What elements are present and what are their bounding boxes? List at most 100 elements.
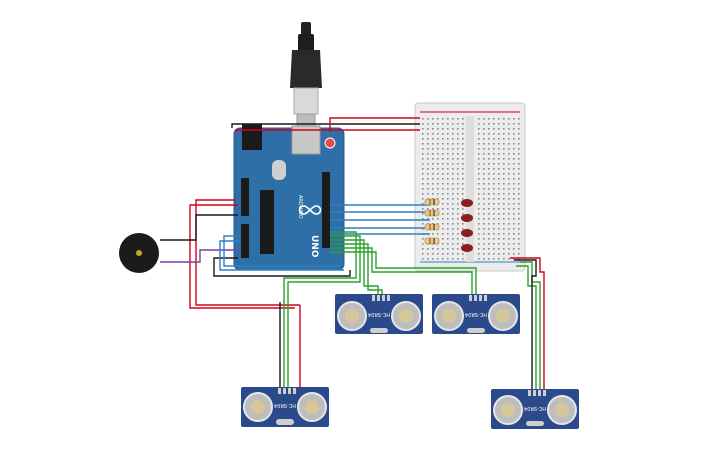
breadboard-hole [462, 193, 464, 195]
breadboard-hole [447, 178, 449, 180]
breadboard-hole [432, 123, 434, 125]
breadboard-hole [498, 253, 500, 255]
ultrasonic-sensor-3[interactable]: HC-SR04 [432, 294, 520, 334]
led-3[interactable] [461, 229, 473, 237]
arduino-uno-board[interactable]: UNO ARDUINO [233, 124, 345, 271]
breadboard-hole [513, 228, 515, 230]
breadboard-hole [457, 143, 459, 145]
breadboard-hole [488, 213, 490, 215]
breadboard-hole [452, 228, 454, 230]
breadboard-hole [498, 258, 500, 260]
breadboard-hole [513, 243, 515, 245]
wire-5v-rail[interactable] [329, 117, 420, 132]
breadboard-hole [437, 253, 439, 255]
breadboard-hole [442, 183, 444, 185]
breadboard-hole [508, 203, 510, 205]
breadboard-hole [488, 243, 490, 245]
breadboard-hole [493, 233, 495, 235]
breadboard-hole [462, 158, 464, 160]
breadboard-hole [437, 163, 439, 165]
breadboard-hole [493, 143, 495, 145]
breadboard-hole [442, 123, 444, 125]
breadboard-hole [483, 248, 485, 250]
wire-sensor-1-trig[interactable] [283, 231, 357, 392]
breadboard-hole [432, 193, 434, 195]
wire-sensor-2-echo[interactable] [330, 243, 383, 298]
led-4[interactable] [461, 244, 473, 252]
wire-analog-1[interactable] [223, 235, 340, 267]
wire-sensor-4-echo[interactable] [516, 265, 537, 392]
breadboard-hole [447, 198, 449, 200]
breadboard-hole [513, 123, 515, 125]
breadboard-hole [462, 133, 464, 135]
breadboard[interactable] [414, 102, 526, 272]
digital-header[interactable] [322, 172, 330, 248]
breadboard-hole [513, 118, 515, 120]
breadboard-hole [452, 128, 454, 130]
wire-5v-top[interactable] [235, 129, 420, 132]
breadboard-hole [447, 218, 449, 220]
breadboard-hole [513, 148, 515, 150]
analog-header[interactable] [241, 224, 249, 258]
breadboard-hole [457, 128, 459, 130]
breadboard-hole [442, 143, 444, 145]
breadboard-hole [488, 158, 490, 160]
breadboard-hole [503, 213, 505, 215]
breadboard-hole [422, 168, 424, 170]
usb-cable[interactable] [290, 22, 322, 131]
breadboard-hole [498, 233, 500, 235]
ultrasonic-sensor-1[interactable]: HC-SR04 [241, 387, 329, 427]
wire-sensor-3-trig[interactable] [330, 247, 473, 298]
resistor[interactable] [424, 237, 440, 245]
breadboard-hole [457, 163, 459, 165]
breadboard-hole [457, 248, 459, 250]
piezo-buzzer[interactable] [119, 233, 159, 273]
breadboard-hole [432, 178, 434, 180]
wires [160, 117, 545, 392]
breadboard-hole [462, 198, 464, 200]
breadboard-hole [427, 248, 429, 250]
breadboard-hole [483, 148, 485, 150]
breadboard-hole [493, 198, 495, 200]
wire-sensor-4-vcc[interactable] [510, 257, 545, 392]
breadboard-hole [427, 258, 429, 260]
ultrasonic-sensor-4[interactable]: HC-SR04 [491, 389, 579, 429]
breadboard-hole [437, 233, 439, 235]
breadboard-hole [422, 208, 424, 210]
breadboard-hole [498, 168, 500, 170]
wire-buzzer-signal[interactable] [160, 249, 238, 263]
breadboard-hole [437, 143, 439, 145]
resistor[interactable] [424, 223, 440, 231]
breadboard-hole [437, 118, 439, 120]
wire-sensor-1-echo[interactable] [287, 235, 361, 392]
breadboard-hole [437, 148, 439, 150]
wire-gnd-top[interactable] [231, 123, 420, 128]
breadboard-hole [447, 133, 449, 135]
breadboard-hole [503, 198, 505, 200]
wire-sensor-3-echo[interactable] [330, 251, 477, 298]
wire-5v-loop[interactable] [189, 204, 295, 309]
breadboard-hole [498, 213, 500, 215]
power-header[interactable] [241, 178, 249, 216]
led-2[interactable] [461, 214, 473, 222]
breadboard-hole [488, 128, 490, 130]
breadboard-hole [493, 178, 495, 180]
wire-analog-2[interactable] [219, 240, 344, 271]
wire-5v-sensor[interactable] [195, 199, 300, 306]
breadboard-hole [493, 203, 495, 205]
breadboard-hole [432, 118, 434, 120]
led-1[interactable] [461, 199, 473, 207]
wire-sensor-4-gnd[interactable] [514, 259, 537, 392]
wire-gnd-bottom[interactable] [213, 257, 351, 277]
resistor[interactable] [424, 198, 440, 206]
breadboard-hole [422, 178, 424, 180]
reset-button[interactable] [324, 137, 336, 149]
breadboard-hole [432, 143, 434, 145]
wire-sensor-4-trig[interactable] [520, 261, 541, 392]
resistors [424, 198, 440, 245]
ultrasonic-sensor-2[interactable]: HC-SR04 [335, 294, 423, 334]
breadboard-hole [447, 188, 449, 190]
resistor[interactable] [424, 209, 440, 217]
breadboard-hole [442, 128, 444, 130]
wire-buzzer-gnd[interactable] [160, 214, 238, 241]
